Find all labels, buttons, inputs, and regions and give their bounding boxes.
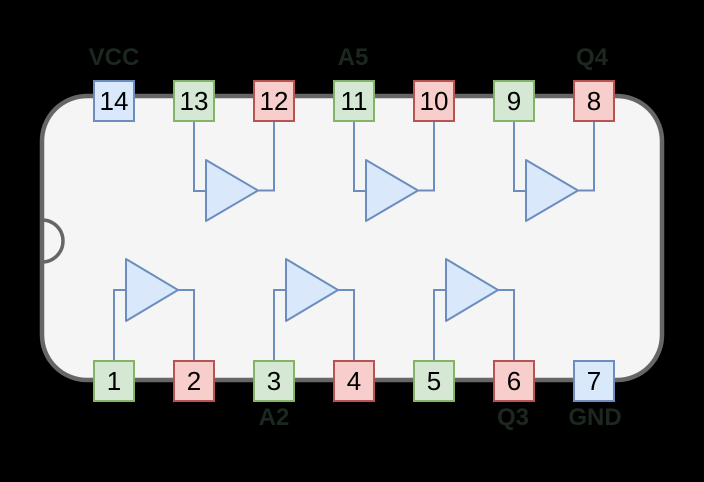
pin-11: 11 bbox=[333, 80, 375, 122]
pin-4: 4 bbox=[333, 360, 375, 402]
buffer-row-top bbox=[193, 122, 595, 222]
buffer-triangle-icon bbox=[285, 258, 339, 322]
buffer-symbol bbox=[353, 122, 435, 222]
chip-body bbox=[39, 93, 665, 383]
buffer-wires bbox=[273, 289, 355, 360]
buffer-symbol bbox=[513, 122, 595, 222]
buffer-triangle-icon bbox=[365, 159, 419, 222]
pin-2: 2 bbox=[173, 360, 215, 402]
buffer-wires bbox=[113, 289, 195, 360]
pin-label-gnd: GND bbox=[568, 404, 622, 431]
buffer-symbol bbox=[273, 258, 355, 360]
buffer-wires bbox=[193, 122, 275, 192]
buffer-triangle-icon bbox=[445, 258, 499, 322]
pin-1: 1 bbox=[93, 360, 135, 402]
pin-10: 10 bbox=[413, 80, 455, 122]
buffer-triangle-icon bbox=[125, 258, 179, 322]
pin-12: 12 bbox=[253, 80, 295, 122]
buffer-wires bbox=[513, 122, 595, 192]
pin-label-vcc: VCC bbox=[88, 44, 140, 71]
buffer-wires bbox=[353, 122, 435, 192]
pin-7: 7 bbox=[573, 360, 615, 402]
pin-label-a5: A5 bbox=[337, 44, 369, 71]
pin-3: 3 bbox=[253, 360, 295, 402]
buffer-triangle-icon bbox=[205, 159, 259, 222]
pin-8: 8 bbox=[573, 80, 615, 122]
pin-label-q3: Q3 bbox=[496, 404, 530, 431]
pin-5: 5 bbox=[413, 360, 455, 402]
buffer-symbol bbox=[433, 258, 515, 360]
buffer-symbol bbox=[193, 122, 275, 222]
buffer-triangle-icon bbox=[525, 159, 579, 222]
buffer-symbol bbox=[113, 258, 195, 360]
chip-notch-icon bbox=[41, 218, 65, 264]
pin-6: 6 bbox=[493, 360, 535, 402]
pin-9: 9 bbox=[493, 80, 535, 122]
pin-14: 14 bbox=[93, 80, 135, 122]
buffer-row-bottom bbox=[113, 258, 515, 360]
pin-13: 13 bbox=[173, 80, 215, 122]
buffer-wires bbox=[433, 289, 515, 360]
pin-label-a2: A2 bbox=[258, 404, 290, 431]
pin-label-q4: Q4 bbox=[575, 44, 609, 71]
